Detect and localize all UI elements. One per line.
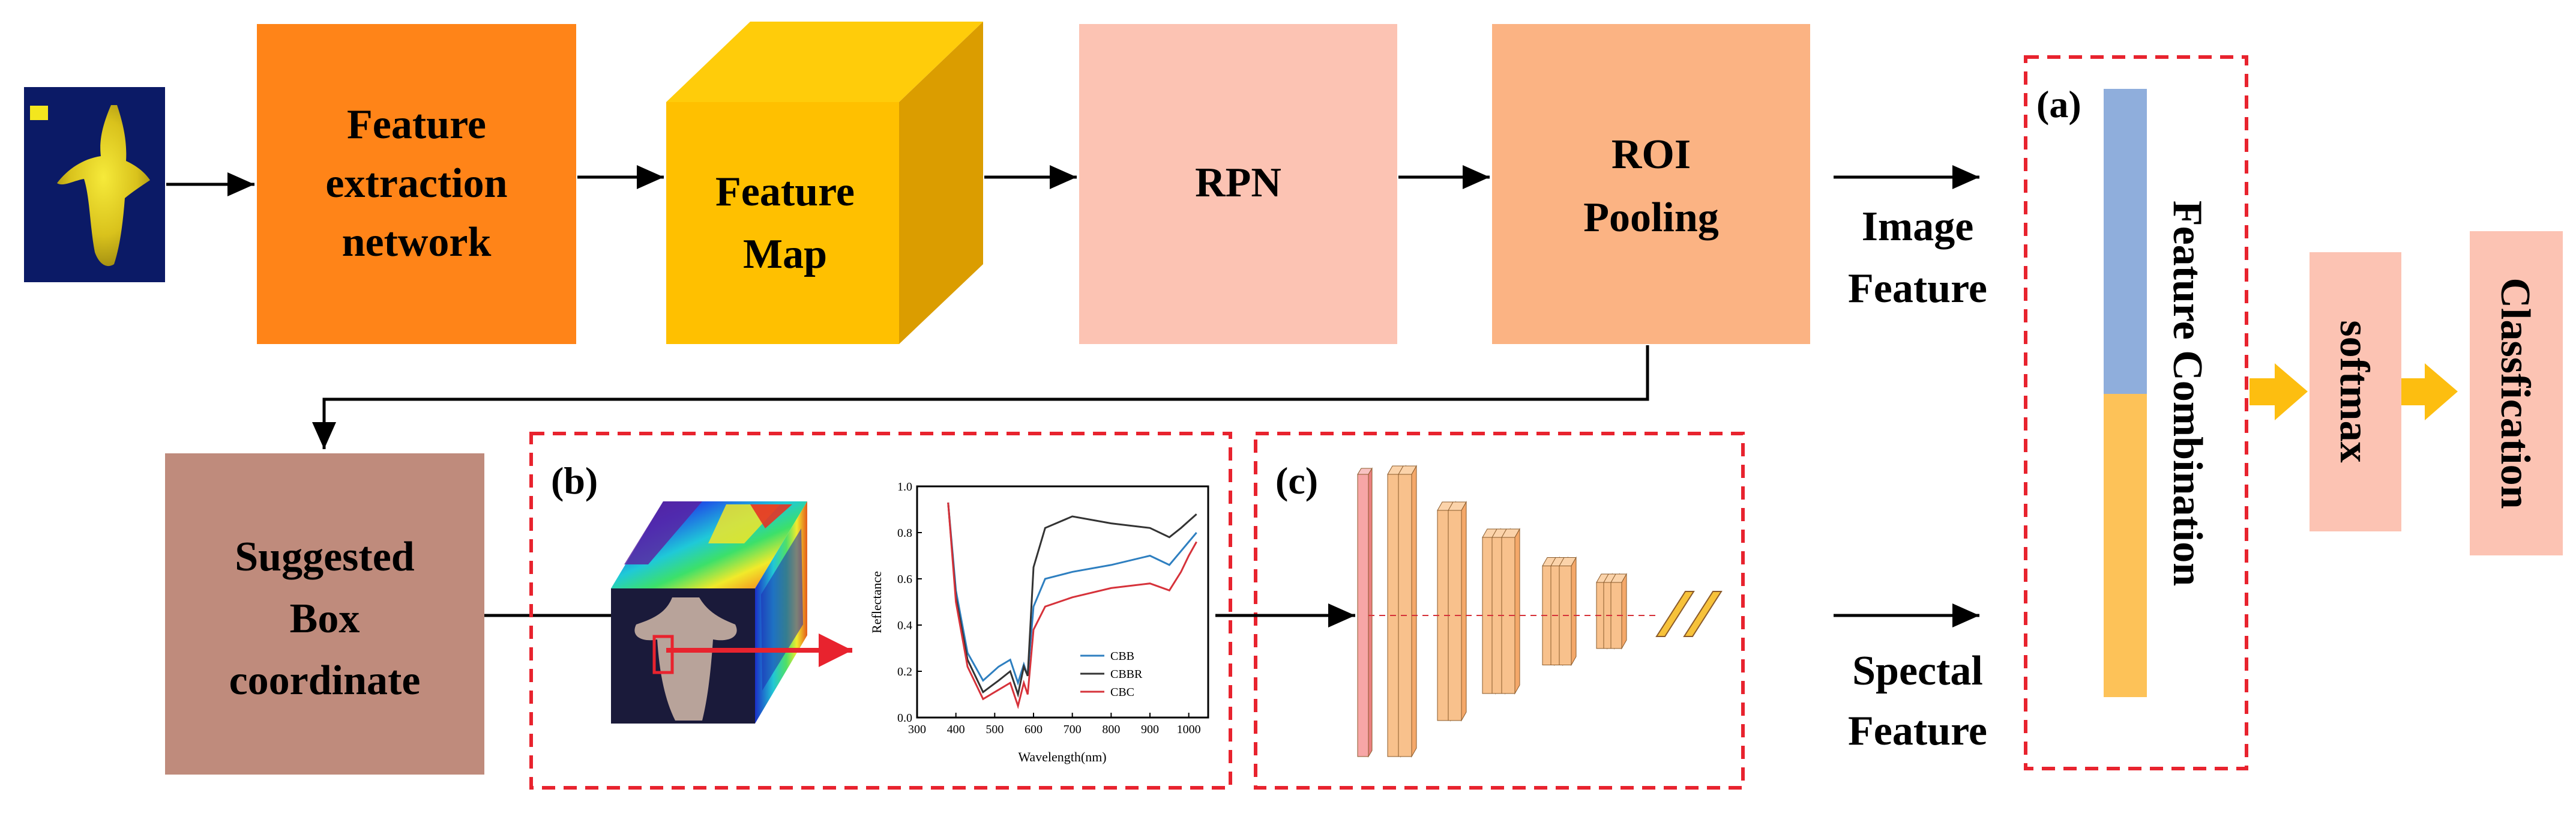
rpn-node: RPN — [1079, 24, 1397, 344]
legend-label: CBB — [1110, 650, 1134, 663]
node-label-line: Box — [290, 596, 360, 642]
chart-series-cbc — [947, 502, 1197, 710]
panel-c-label: (c) — [1275, 459, 1318, 502]
suggested-box-node: Suggested Box coordinate — [165, 453, 484, 775]
hyperspectral-cube — [611, 501, 852, 724]
spectral-feature-label: Spectal — [1852, 648, 1983, 694]
node-label-line: Feature — [347, 101, 486, 148]
node-label: RPN — [1195, 160, 1281, 206]
chart-ytick-label: 0.0 — [897, 712, 912, 725]
cnn-layers — [1357, 465, 1723, 758]
chart-xtick-label: 400 — [947, 723, 965, 736]
legend-label: CBBR — [1110, 668, 1143, 681]
softmax-node: softmax — [2310, 252, 2401, 531]
classification-label: Classfication — [2492, 278, 2538, 509]
chart-xtick-label: 900 — [1141, 723, 1159, 736]
chart-ytick-label: 0.4 — [897, 619, 912, 632]
cnn-layer-side — [1461, 501, 1467, 722]
chart-xtick-label: 600 — [1025, 723, 1043, 736]
cnn-fc-layer — [1683, 591, 1723, 637]
input-image — [24, 87, 165, 282]
node-label-line: coordinate — [229, 657, 421, 704]
panel-a: (a) Feature Combination — [2024, 55, 2248, 770]
combination-bar-spectral — [2104, 394, 2147, 697]
cnn-layer-side — [1514, 528, 1520, 695]
node-label-line: network — [342, 219, 492, 265]
chart-xtick-label: 500 — [986, 723, 1004, 736]
image-feature-label: Image — [1862, 204, 1974, 250]
cnn-layer-side — [1621, 573, 1627, 650]
panel-b-label: (b) — [551, 459, 598, 502]
chart-ytick-label: 0.8 — [897, 527, 912, 540]
feature-extraction-node: Feature extraction network — [257, 24, 576, 344]
chart-ytick-label: 1.0 — [897, 480, 912, 494]
combination-bar-image — [2104, 89, 2147, 394]
feature-map-node: Feature Map — [666, 22, 983, 344]
chart-xtick-label: 800 — [1102, 723, 1120, 736]
arrow-combo-to-softmax — [2249, 363, 2308, 420]
node-label-line: Feature — [715, 169, 855, 215]
chart-xtick-label: 700 — [1064, 723, 1082, 736]
roi-pooling-node: ROI Pooling — [1492, 24, 1810, 344]
chart-series-cbb — [947, 502, 1197, 686]
node-label-line: ROI — [1612, 131, 1691, 178]
chart-xtick-label: 300 — [908, 723, 926, 736]
node-label-line: Suggested — [235, 534, 415, 580]
panel-a-label: (a) — [2036, 83, 2081, 125]
arrow-softmax-to-class — [2400, 363, 2458, 420]
cnn-fc-layer — [1655, 591, 1695, 637]
chart-ytick-label: 0.6 — [897, 573, 912, 586]
feature-combination-label: Feature Combination — [2164, 201, 2210, 586]
image-feature-label: Feature — [1848, 265, 1987, 312]
node-label-line: Pooling — [1583, 195, 1719, 241]
chart-series-cbbr — [947, 502, 1197, 698]
panel-c: (c) — [1215, 432, 1745, 790]
chart-xtick-label: 1000 — [1177, 723, 1201, 736]
cnn-layer-side — [1571, 556, 1577, 666]
cnn-layer-side — [1368, 467, 1373, 758]
softmax-label: softmax — [2331, 320, 2377, 462]
node-label-line: Map — [743, 231, 827, 277]
cnn-layer — [1357, 474, 1369, 757]
node-label-line: extraction — [325, 160, 507, 207]
spectral-feature-label: Feature — [1848, 708, 1987, 754]
chart-ytick-label: 0.2 — [897, 665, 912, 679]
chart-ylabel: Reflectance — [869, 571, 884, 633]
classification-node: Classfication — [2470, 231, 2563, 555]
cnn-layer-side — [1411, 465, 1417, 758]
arrow-roi-to-suggested — [312, 345, 1649, 449]
chart-frame — [916, 485, 1209, 719]
panel-b: (b) Reflectance Wavelength(nm) 300 400 500… — [529, 432, 1232, 790]
reflectance-chart: Reflectance Wavelength(nm) 300 400 500 600 7… — [869, 480, 1209, 764]
legend-label: CBC — [1110, 686, 1134, 699]
chart-xlabel: Wavelength(nm) — [1018, 749, 1106, 764]
